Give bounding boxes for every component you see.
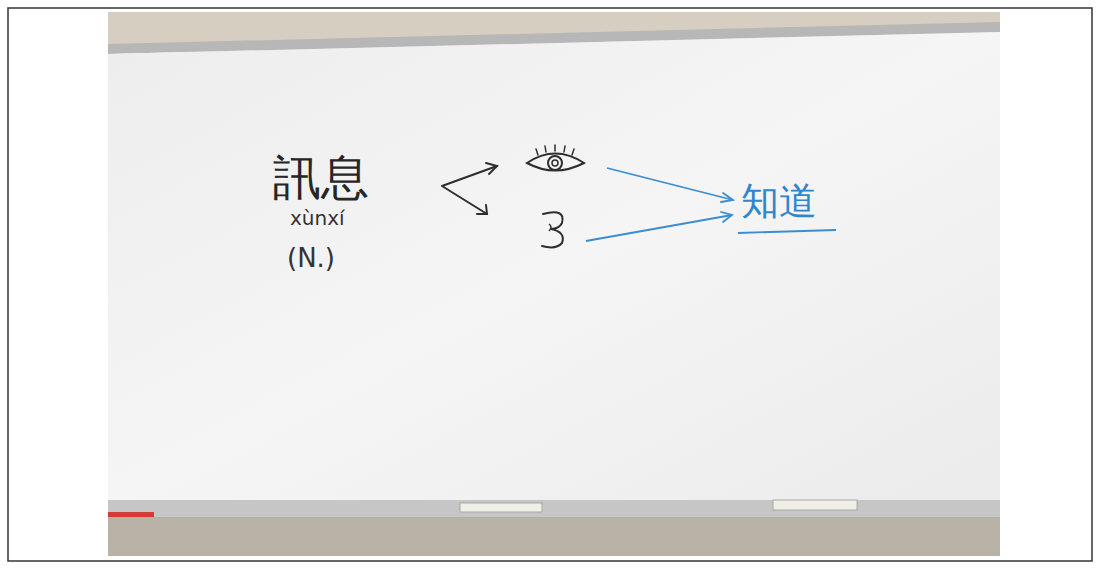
part-of-speech: (N.) — [287, 244, 335, 274]
arrow-head — [477, 205, 487, 214]
page-frame — [8, 8, 1092, 561]
red-marker — [108, 512, 154, 517]
wall-bottom — [108, 518, 1000, 556]
board-surface — [108, 32, 1000, 506]
eraser — [460, 503, 542, 512]
marker-tray — [108, 500, 1000, 518]
arrow-head — [721, 193, 733, 202]
eraser — [773, 500, 857, 510]
eye-lashes — [536, 145, 574, 155]
blue-arrow — [586, 215, 732, 241]
arrow-head — [721, 212, 732, 222]
eye-pupil — [552, 160, 558, 166]
underline — [738, 230, 836, 233]
eye-iris — [548, 156, 562, 170]
arrow-head — [486, 163, 497, 174]
pinyin-label: xùnxí — [290, 207, 345, 230]
photo — [108, 12, 1000, 556]
blue-arrow — [607, 168, 733, 200]
ear-inner — [549, 224, 551, 231]
handwritten-word: 知道 — [741, 180, 817, 224]
handwritten-word: 訊息 — [273, 150, 369, 205]
ear-symbol — [542, 212, 563, 247]
eye-symbol — [527, 154, 584, 171]
